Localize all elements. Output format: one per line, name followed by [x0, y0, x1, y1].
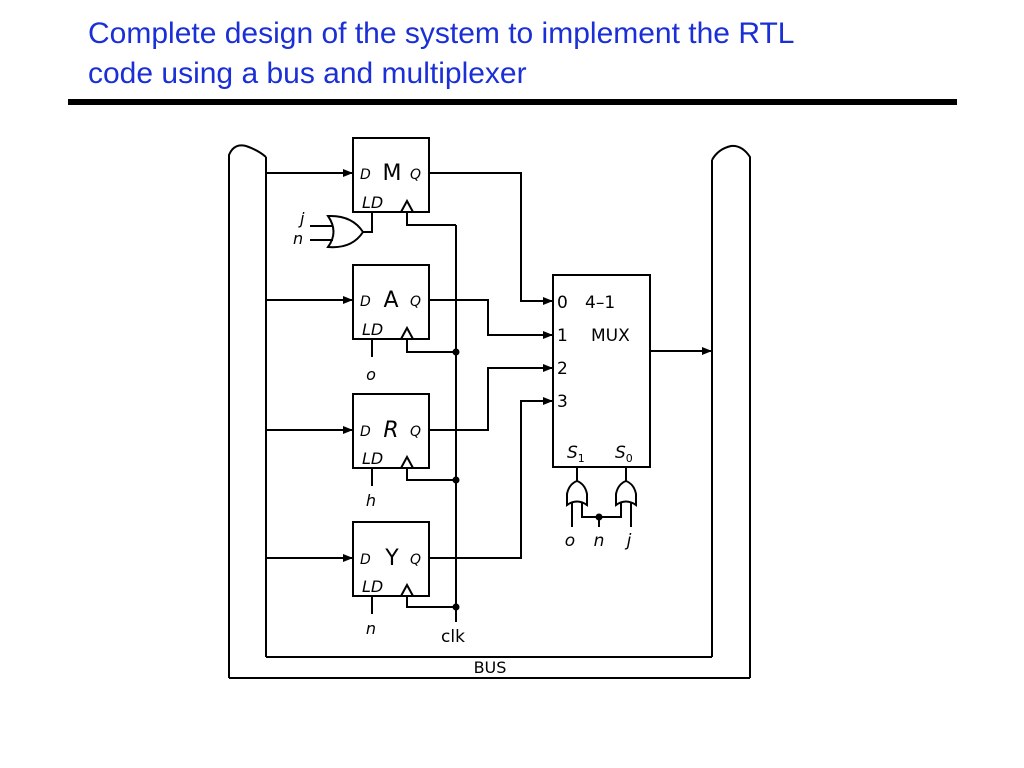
reg-y-clock-triangle — [400, 582, 414, 597]
reg-a-d-label: D — [360, 294, 371, 310]
bus-left-rail — [228, 144, 267, 678]
select-input-n: n — [594, 531, 605, 551]
mux-4-to-1: 0 4–1 1 MUX 2 3 S1 S0 — [552, 274, 712, 468]
or-input-j: j — [298, 209, 305, 228]
reg-m-name: M — [383, 161, 402, 186]
bus-to-registers — [266, 169, 353, 562]
register-outputs — [429, 172, 553, 559]
slide-title: Complete design of the system to impleme… — [88, 14, 968, 94]
reg-y-name: Y — [384, 546, 399, 571]
ld-input-a: o — [366, 365, 376, 384]
reg-r-d-label: D — [360, 424, 371, 440]
mux-s0: S0 — [615, 443, 633, 465]
clock-label: clk — [441, 627, 465, 647]
reg-r-clock-triangle — [400, 454, 414, 469]
ld-input-y: n — [366, 619, 376, 638]
reg-r-q-label: Q — [410, 424, 421, 440]
clock-network: clk — [406, 212, 465, 647]
reg-a-q-label: Q — [410, 294, 421, 310]
reg-m-ld-label: LD — [362, 193, 383, 212]
load-inputs: o h n — [366, 339, 376, 638]
bus-label: BUS — [474, 658, 507, 677]
reg-r-ld-label: LD — [362, 449, 383, 468]
bus-right-rail — [711, 144, 751, 678]
mux-input-2: 2 — [557, 359, 568, 379]
reg-m-d-label: D — [360, 167, 371, 183]
or-input-n: n — [293, 229, 303, 248]
reg-m-q-label: Q — [410, 167, 421, 183]
or-gate-shape — [326, 214, 365, 249]
mux-s1: S1 — [567, 443, 585, 465]
select-logic: o n j — [565, 467, 637, 551]
bus-lines — [228, 144, 751, 679]
title-line-1: Complete design of the system to impleme… — [88, 17, 795, 50]
select-input-j: j — [625, 531, 632, 551]
register-y: D Y Q LD — [352, 521, 430, 597]
title-underline — [68, 99, 957, 105]
mux-title: 4–1 — [585, 293, 615, 313]
mux-input-1: 1 — [557, 326, 568, 346]
register-r: D R Q LD — [352, 393, 430, 469]
reg-y-ld-label: LD — [362, 577, 383, 596]
or-gate-s0 — [615, 479, 637, 507]
select-input-o: o — [565, 531, 575, 551]
mux-input-3: 3 — [557, 392, 568, 412]
or-gate-m-load: j n — [293, 209, 373, 249]
reg-y-d-label: D — [360, 552, 371, 568]
reg-r-name: R — [383, 418, 398, 443]
reg-m-clock-triangle — [400, 198, 414, 213]
title-line-2: code using a bus and multiplexer — [88, 57, 527, 90]
reg-a-name: A — [383, 288, 398, 313]
ld-input-r: h — [366, 491, 376, 510]
mux-input-0: 0 — [557, 293, 568, 313]
register-m: D M Q LD — [352, 137, 430, 213]
register-a: D A Q LD — [352, 264, 430, 340]
reg-a-ld-label: LD — [362, 320, 383, 339]
or-gate-s1 — [566, 479, 588, 507]
reg-y-q-label: Q — [410, 552, 421, 568]
reg-a-clock-triangle — [400, 325, 414, 340]
mux-label: MUX — [591, 326, 630, 346]
